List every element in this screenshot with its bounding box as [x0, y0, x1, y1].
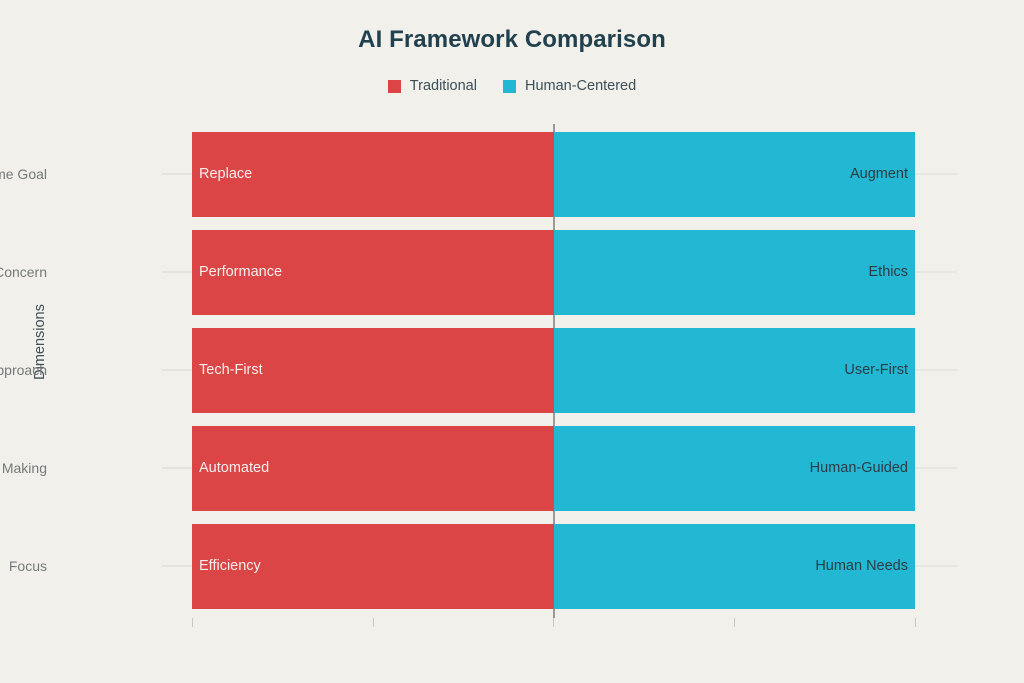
bar-label-replace: Replace — [199, 166, 253, 183]
y-tick-line-right — [915, 173, 957, 175]
y-tick-line — [162, 173, 192, 175]
bar-human-centered-decision-making[interactable]: Human-Guided — [553, 426, 915, 511]
y-tick-label-focus: Focus — [8, 558, 47, 574]
y-tick-line — [162, 467, 192, 469]
legend-swatch-human-centered — [502, 79, 516, 93]
bar-label-human-needs: Human Needs — [815, 558, 908, 575]
bar-human-centered-primary-concern[interactable]: Ethics — [553, 230, 915, 315]
y-tick-line-right — [915, 369, 957, 371]
y-tick-line-right — [915, 271, 957, 273]
y-tick-line — [162, 369, 192, 371]
bar-human-centered-outcome-goal[interactable]: Augment — [553, 132, 915, 217]
bar-label-human-guided: Human-Guided — [809, 460, 908, 477]
x-axis-tick — [734, 618, 735, 627]
table-row: Outcome Goal Replace Augment — [0, 132, 957, 217]
legend-item-human-centered[interactable]: Human-Centered — [502, 78, 637, 94]
bar-label-augment: Augment — [849, 166, 908, 183]
bar-traditional-decision-making[interactable]: Automated — [192, 426, 554, 511]
plot-area: Outcome Goal Replace Augment Primary Con… — [0, 124, 957, 618]
x-axis-tick — [373, 618, 374, 627]
bar-label-tech-first: Tech-First — [199, 362, 263, 379]
bar-traditional-outcome-goal[interactable]: Replace — [192, 132, 554, 217]
y-tick-line — [162, 271, 192, 273]
bar-label-efficiency: Efficiency — [199, 558, 261, 575]
bar-label-user-first: User-First — [844, 362, 908, 379]
x-axis-tick — [553, 618, 554, 627]
x-axis-tick — [915, 618, 916, 627]
legend-swatch-traditional — [387, 79, 401, 93]
y-tick-line — [162, 565, 192, 567]
y-tick-label-design-approach: Design Approach — [0, 362, 47, 378]
bar-traditional-primary-concern[interactable]: Performance — [192, 230, 554, 315]
y-tick-line-right — [915, 467, 957, 469]
y-tick-label-decision-making: Decision Making — [0, 460, 47, 476]
bar-human-centered-design-approach[interactable]: User-First — [553, 328, 915, 413]
bar-human-centered-focus[interactable]: Human Needs — [553, 524, 915, 609]
y-tick-line-right — [915, 565, 957, 567]
bar-label-automated: Automated — [199, 460, 270, 477]
table-row: Design Approach Tech-First User-First — [0, 328, 957, 413]
table-row: Decision Making Automated Human-Guided — [0, 426, 957, 511]
legend-label-human-centered: Human-Centered — [524, 78, 637, 94]
bar-label-performance: Performance — [199, 264, 283, 281]
table-row: Primary Concern Performance Ethics — [0, 230, 957, 315]
table-row: Focus Efficiency Human Needs — [9, 524, 957, 609]
y-tick-label-primary-concern: Primary Concern — [0, 264, 47, 280]
legend-item-traditional[interactable]: Traditional — [387, 78, 477, 94]
chart-legend: Traditional Human-Centered — [0, 79, 1024, 94]
chart-title: AI Framework Comparison — [358, 26, 666, 53]
y-tick-label-outcome-goal: Outcome Goal — [0, 166, 47, 182]
bar-traditional-design-approach[interactable]: Tech-First — [192, 328, 554, 413]
bar-traditional-focus[interactable]: Efficiency — [192, 524, 554, 609]
bar-label-ethics: Ethics — [868, 264, 909, 281]
x-axis-tick — [192, 618, 193, 627]
legend-label-traditional: Traditional — [409, 78, 477, 94]
